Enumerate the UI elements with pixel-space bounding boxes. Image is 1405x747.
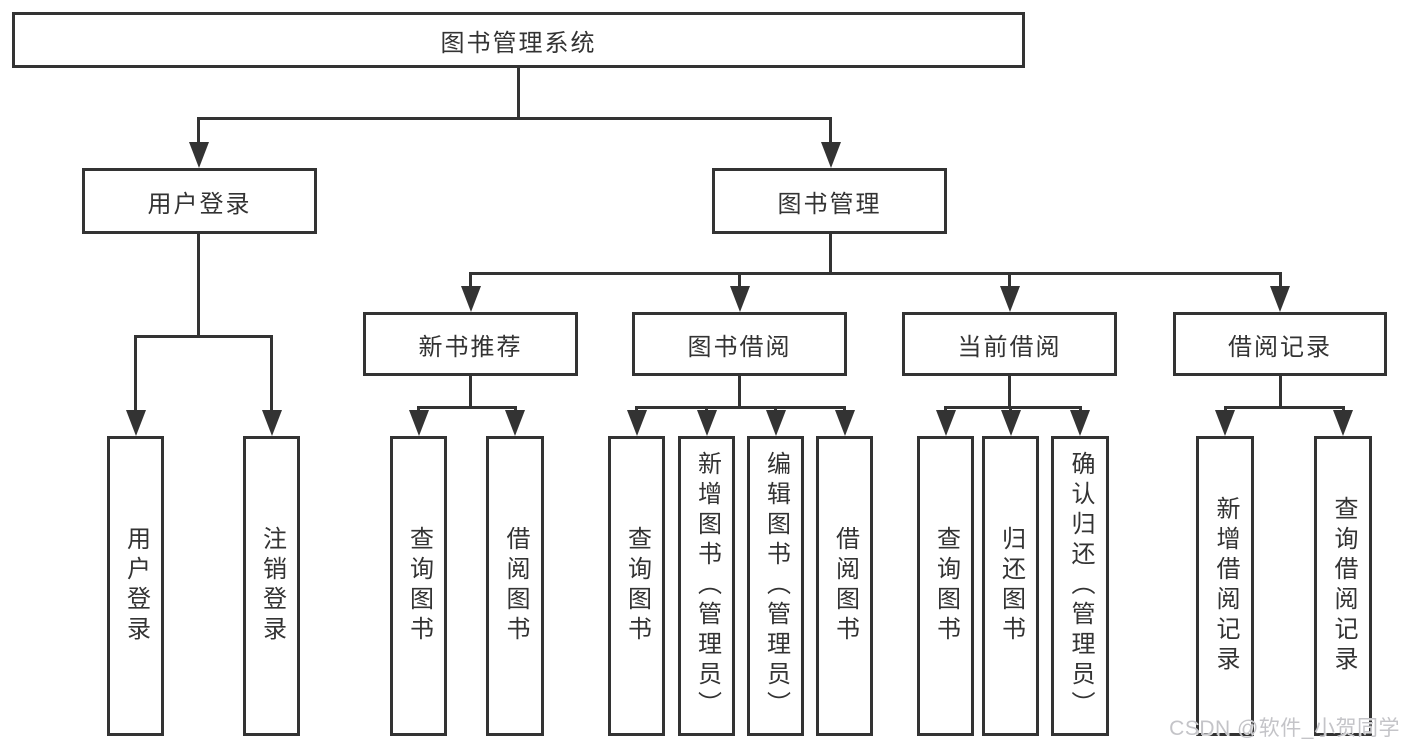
arrow-down-icon: [460, 286, 481, 312]
arrow-down-icon: [999, 286, 1020, 312]
leaf-label: 注销登录: [258, 526, 286, 646]
leaf-borrow-edit-books-admin: 编辑图书（管理员）: [747, 436, 804, 736]
node-book-management: 图书管理: [712, 168, 947, 234]
connector-line: [469, 376, 472, 408]
leaf-borrow-borrow-books: 借阅图书: [816, 436, 873, 736]
connector-line: [197, 117, 200, 144]
connector-line: [270, 335, 273, 412]
node-new-book-recommend: 新书推荐: [363, 312, 578, 376]
connector-line: [1278, 272, 1282, 288]
arrow-down-icon: [820, 142, 841, 168]
arrow-down-icon: [1333, 410, 1353, 436]
leaf-newbook-query-books: 查询图书: [390, 436, 447, 736]
leaf-user-login: 用户登录: [107, 436, 164, 736]
leaf-label: 新增借阅记录: [1212, 496, 1239, 676]
leaf-newbook-borrow-books: 借阅图书: [486, 436, 544, 736]
arrow-down-icon: [1070, 410, 1090, 436]
connector-line: [1224, 406, 1343, 409]
connector-line: [469, 272, 1282, 275]
connector-line: [197, 234, 200, 337]
node-user-login-label: 用户登录: [147, 190, 252, 218]
leaf-current-return-books: 归还图书: [982, 436, 1039, 736]
connector-line: [738, 272, 741, 288]
connector-line: [944, 406, 1081, 409]
connector-line: [829, 117, 832, 144]
node-root: 图书管理系统: [12, 12, 1025, 68]
node-current-borrow: 当前借阅: [902, 312, 1117, 376]
node-book-borrow: 图书借阅: [632, 312, 847, 376]
connector-line: [517, 68, 520, 118]
node-book-management-label: 图书管理: [777, 190, 882, 218]
arrow-down-icon: [261, 410, 282, 436]
node-new-book-recommend-label: 新书推荐: [418, 333, 523, 361]
leaf-label: 借阅图书: [831, 526, 859, 646]
leaf-records-add-record: 新增借阅记录: [1196, 436, 1254, 736]
connector-line: [829, 234, 832, 274]
leaf-current-query-books: 查询图书: [917, 436, 974, 736]
arrow-down-icon: [1215, 410, 1235, 436]
node-user-login: 用户登录: [82, 168, 317, 234]
arrow-down-icon: [505, 410, 525, 436]
node-book-borrow-label: 图书借阅: [687, 333, 792, 361]
connector-line: [197, 117, 832, 120]
leaf-label: 编辑图书（管理员）: [762, 451, 790, 721]
arrow-down-icon: [1000, 410, 1021, 436]
arrow-down-icon: [188, 142, 209, 168]
arrow-down-icon: [729, 286, 750, 312]
leaf-logout: 注销登录: [243, 436, 300, 736]
watermark: CSDN @软件_小贺同学: [1169, 717, 1400, 740]
connector-line: [417, 406, 516, 409]
leaf-label: 归还图书: [997, 526, 1025, 646]
arrow-down-icon: [696, 410, 717, 436]
leaf-label: 确认归还（管理员）: [1067, 451, 1094, 721]
node-borrow-records-label: 借阅记录: [1228, 333, 1332, 361]
arrow-down-icon: [408, 410, 429, 436]
connector-line: [738, 376, 741, 408]
connector-line: [134, 335, 273, 338]
leaf-current-confirm-return-admin: 确认归还（管理员）: [1051, 436, 1109, 736]
leaf-label: 查询图书: [623, 526, 651, 646]
arrow-down-icon: [765, 410, 786, 436]
arrow-down-icon: [125, 410, 146, 436]
connector-line: [1008, 272, 1011, 288]
connector-line: [1278, 376, 1282, 408]
node-root-label: 图书管理系统: [440, 29, 597, 57]
leaf-label: 新增图书（管理员）: [693, 451, 721, 721]
arrow-down-icon: [834, 410, 855, 436]
leaf-records-query-record: 查询借阅记录: [1314, 436, 1372, 736]
connector-line: [134, 335, 137, 412]
connector-line: [635, 406, 846, 409]
leaf-borrow-query-books: 查询图书: [608, 436, 665, 736]
connector-line: [469, 272, 472, 288]
node-current-borrow-label: 当前借阅: [957, 333, 1062, 361]
leaf-label: 借阅图书: [502, 526, 529, 646]
arrow-down-icon: [935, 410, 956, 436]
arrow-down-icon: [626, 410, 647, 436]
leaf-label: 用户登录: [122, 526, 150, 646]
leaf-borrow-add-books-admin: 新增图书（管理员）: [678, 436, 735, 736]
leaf-label: 查询图书: [932, 526, 960, 646]
connector-line: [1008, 376, 1011, 408]
node-borrow-records: 借阅记录: [1173, 312, 1387, 376]
leaf-label: 查询图书: [405, 526, 433, 646]
leaf-label: 查询借阅记录: [1330, 496, 1357, 676]
arrow-down-icon: [1270, 286, 1290, 312]
